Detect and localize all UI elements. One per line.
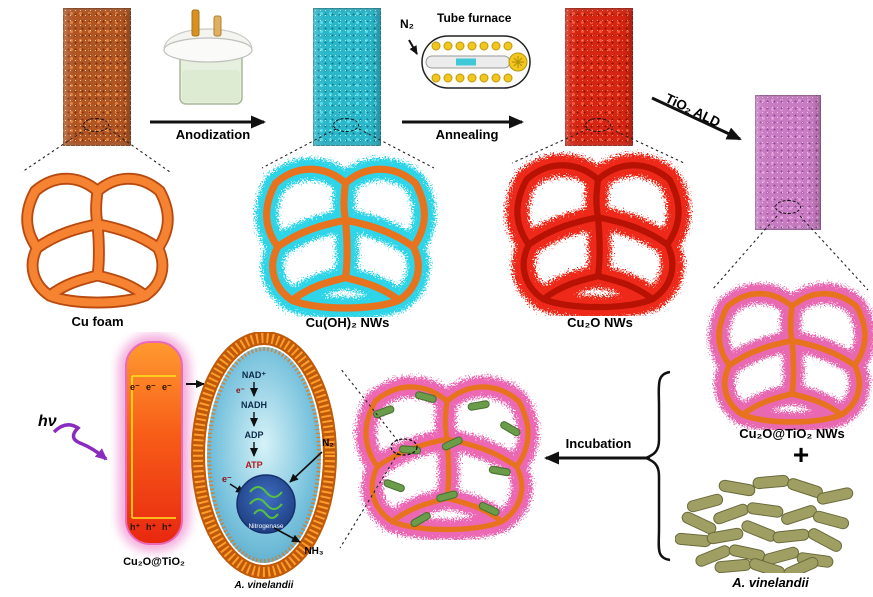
nh3-product-label: NH₃	[304, 546, 323, 557]
attached-bacteria-rods	[373, 391, 521, 528]
electron-to-nitrogenase-label: e⁻	[222, 474, 232, 484]
plus-sign: +	[792, 439, 810, 470]
svg-text:h⁺: h⁺	[130, 522, 140, 532]
nanowire-label: Cu₂O@TiO₂	[123, 556, 185, 568]
electron-label: e⁻	[236, 386, 245, 395]
tube-furnace-label: Tube furnace	[437, 11, 512, 25]
hole-labels: h⁺ h⁺ h⁺	[130, 522, 172, 532]
zoom-region-ellipse	[333, 118, 359, 132]
nitrogenase-cofactor-squiggles	[249, 486, 283, 519]
nh3-release-arrow	[273, 527, 301, 543]
adp-label: ADP	[244, 430, 263, 440]
annealing-label: Annealing	[435, 127, 499, 142]
hv-arrow	[52, 423, 108, 461]
electrode-counter	[213, 15, 222, 37]
zoom-region-ellipse	[83, 118, 109, 132]
hybrid-network	[352, 368, 542, 540]
cuoh2-nws-label: Cu(OH)₂ NWs	[305, 315, 390, 330]
cu2o-nws-strip	[565, 8, 633, 146]
cu2o-tio2-nws-strip	[755, 95, 821, 230]
svg-text:e⁻: e⁻	[130, 382, 140, 392]
svg-text:h⁺: h⁺	[146, 522, 156, 532]
a-vinelandii-rods	[675, 474, 854, 573]
n2-uptake-arrow	[289, 451, 323, 483]
atp-label: ATP	[245, 460, 262, 470]
cell-name-label: A. vinelandii	[234, 580, 294, 591]
process-arrows	[150, 96, 742, 465]
heating-coil-dots	[431, 41, 513, 83]
svg-text:e⁻: e⁻	[162, 382, 172, 392]
tio2-ald-arrow	[651, 96, 742, 141]
cu2o-tio2-nws-label: Cu₂O@TiO₂ NWs	[739, 426, 845, 441]
photocatalysis-mechanism-diagram: e⁻ e⁻ e⁻ h⁺ h⁺ h⁺ Cu₂O@TiO₂ hν NAD⁺ e⁻ N…	[38, 332, 337, 591]
zoom-region-ellipse	[585, 118, 611, 132]
incubation-label: Incubation	[565, 436, 632, 451]
cu-foam-label: Cu foam	[71, 314, 124, 329]
bacteria-cluster	[675, 474, 854, 573]
cuoh2-nws-strip	[313, 8, 381, 146]
fan-blades	[512, 56, 524, 68]
cell-lid	[163, 37, 253, 63]
n2-inlet-arrow	[408, 39, 418, 55]
svg-text:e⁻: e⁻	[146, 382, 156, 392]
nitrogenase-label: Nitrogenase	[248, 523, 283, 530]
anodization-label: Anodization	[175, 127, 251, 142]
a-vinelandii-label: A. vinelandii	[732, 575, 809, 590]
nanowire-pill	[125, 341, 183, 545]
electrode-copper	[191, 9, 200, 37]
grouping-bracket	[642, 370, 671, 562]
zoom-connector-lines	[21, 128, 869, 549]
nadh-label: NADH	[241, 400, 267, 410]
nad-label: NAD⁺	[242, 370, 266, 380]
zoom-region-ellipse	[775, 200, 801, 214]
cell-membrane-beads	[193, 333, 335, 577]
n2-substrate-label: N₂	[322, 438, 334, 449]
charge-circuit-line	[131, 375, 176, 519]
svg-text:h⁺: h⁺	[162, 522, 172, 532]
n2-furnace-label: N₂	[400, 17, 414, 31]
sample-in-tube	[456, 58, 476, 66]
cu-foam-strip	[63, 8, 131, 146]
hybrid-zoom-ellipse	[390, 438, 418, 456]
anodization-cell-icon	[163, 9, 253, 105]
hv-label: hν	[38, 413, 57, 430]
tube-furnace-icon	[421, 35, 531, 89]
cu2o-nws-label: Cu₂O NWs	[567, 315, 633, 330]
electron-labels: e⁻ e⁻ e⁻	[130, 382, 172, 392]
electrolyte	[182, 70, 240, 102]
